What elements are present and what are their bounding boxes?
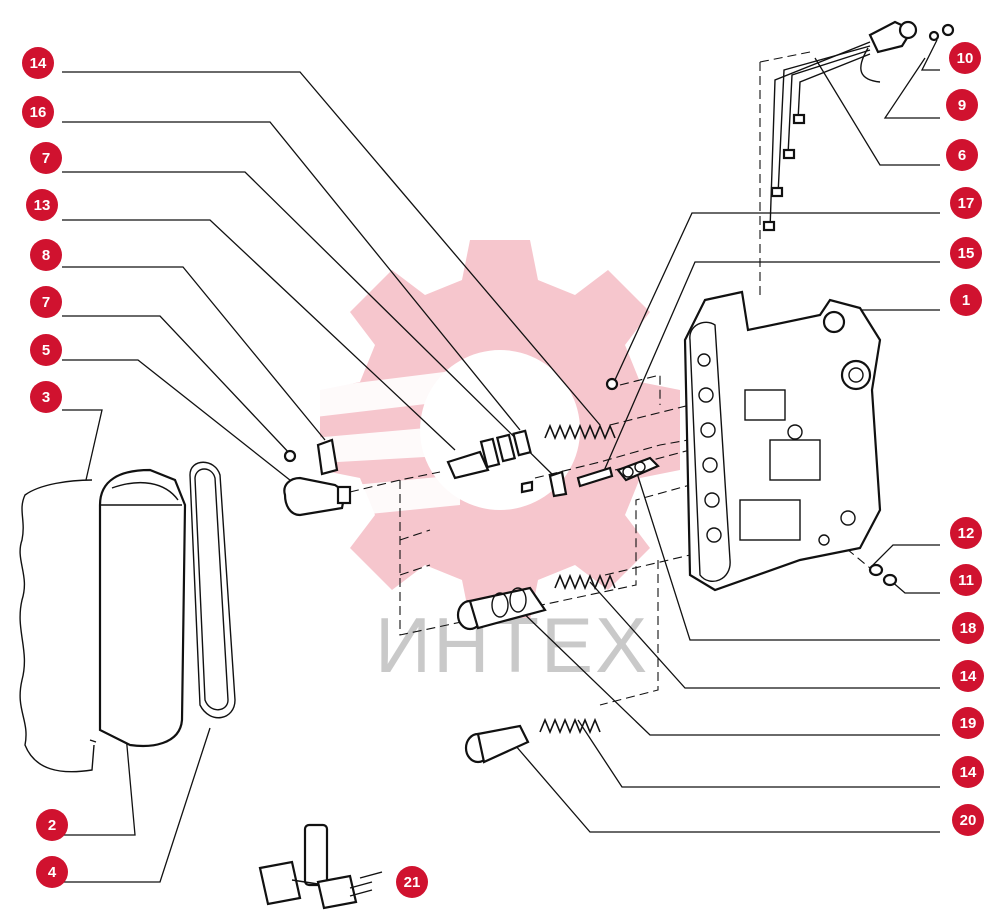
washer-12: [868, 563, 884, 577]
svg-text:9: 9: [958, 97, 966, 114]
cover: [98, 468, 187, 748]
svg-text:11: 11: [958, 572, 974, 589]
callout-badge: 10: [949, 42, 981, 74]
callout-badge: 18: [952, 612, 984, 644]
valve-body: [683, 290, 882, 592]
callout-badge: 13: [26, 189, 58, 221]
pin: [576, 466, 614, 488]
assembly-axes: [349, 51, 871, 706]
svg-text:13: 13: [34, 197, 51, 214]
svg-text:6: 6: [958, 147, 966, 164]
spring-washer-11: [882, 573, 898, 587]
svg-text:8: 8: [42, 247, 50, 264]
callout-badge: 7: [30, 286, 62, 318]
svg-text:14: 14: [30, 55, 47, 72]
svg-text:19: 19: [960, 715, 977, 732]
switch-kit: [258, 823, 383, 910]
spring-14-bottom: [539, 717, 601, 735]
gear-logo-icon: [285, 240, 680, 620]
callout-badge: 8: [30, 239, 62, 271]
svg-text:17: 17: [958, 195, 975, 212]
solenoid-valve: [283, 476, 352, 517]
washer-9: [928, 30, 940, 42]
svg-text:7: 7: [42, 294, 50, 311]
svg-text:12: 12: [958, 525, 975, 542]
svg-text:15: 15: [958, 245, 975, 262]
svg-text:16: 16: [30, 104, 47, 121]
callout-badge: 14: [952, 660, 984, 692]
ball: [605, 377, 619, 391]
spring-14-top: [544, 423, 616, 441]
svg-text:20: 20: [960, 812, 977, 829]
callout-badge: 21: [396, 866, 428, 898]
callout-badge: 7: [30, 142, 62, 174]
callout-badge: 15: [950, 237, 982, 269]
spring-14-middle: [554, 573, 616, 591]
callout-badge: 11: [950, 564, 982, 596]
callout-badge: 17: [950, 187, 982, 219]
svg-text:3: 3: [42, 389, 50, 406]
valve-spool-19: [456, 586, 547, 631]
screw: [283, 449, 297, 463]
callout-badge: 12: [950, 517, 982, 549]
svg-text:14: 14: [960, 668, 977, 685]
retainer-plate: [316, 438, 339, 476]
callout-badge: 14: [22, 47, 54, 79]
callout-badge: 3: [30, 381, 62, 413]
svg-text:7: 7: [42, 150, 50, 167]
callout-badge: 20: [952, 804, 984, 836]
callout-badge: 9: [946, 89, 978, 121]
callout-badge: 19: [952, 707, 984, 739]
callout-badge: 5: [30, 334, 62, 366]
valve-sleeve: [446, 429, 532, 480]
svg-text:21: 21: [404, 874, 421, 891]
leader-lines: [62, 39, 940, 883]
screw-10: [941, 23, 955, 37]
svg-text:5: 5: [42, 342, 50, 359]
callout-badge: 1: [950, 284, 982, 316]
callout-badge: 2: [36, 809, 68, 841]
svg-text:1: 1: [962, 292, 970, 309]
callout-badge: 14: [952, 756, 984, 788]
plunger: [464, 724, 530, 764]
valve: [616, 456, 660, 482]
svg-text:2: 2: [48, 817, 56, 834]
callout-badge: 4: [36, 856, 68, 888]
callout-badge: 6: [946, 139, 978, 171]
svg-text:4: 4: [48, 864, 57, 881]
svg-text:18: 18: [960, 620, 977, 637]
wiring-harness: [762, 20, 918, 232]
svg-text:14: 14: [960, 764, 977, 781]
seal: [189, 461, 236, 719]
gasket: [19, 479, 97, 773]
valve-spool: [520, 470, 568, 498]
callout-badge: 16: [22, 96, 54, 128]
svg-text:10: 10: [957, 50, 974, 67]
